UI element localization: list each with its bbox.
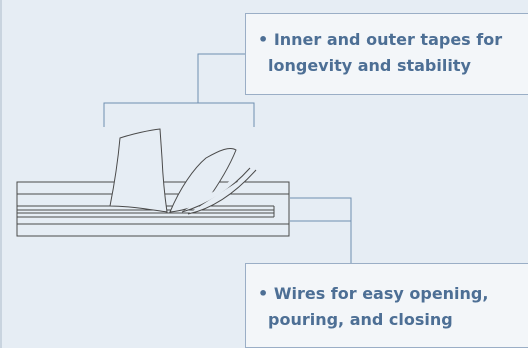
wires-callout: • Wires for easy opening, pouring, and c… <box>245 263 528 348</box>
top-connector <box>103 53 255 127</box>
bullet-icon: • <box>258 30 269 49</box>
tapes-callout: • Inner and outer tapes for longevity an… <box>245 13 528 95</box>
tape-flaps <box>109 128 257 215</box>
bullet-icon: • <box>258 284 269 303</box>
tapes-callout-line-1: • Inner and outer tapes for <box>258 30 503 49</box>
wires-callout-line-1: • Wires for easy opening, <box>258 284 489 303</box>
tapes-callout-line-2: longevity and stability <box>268 56 471 75</box>
bag-body <box>16 181 290 237</box>
wires-callout-line-2: pouring, and closing <box>268 310 453 329</box>
